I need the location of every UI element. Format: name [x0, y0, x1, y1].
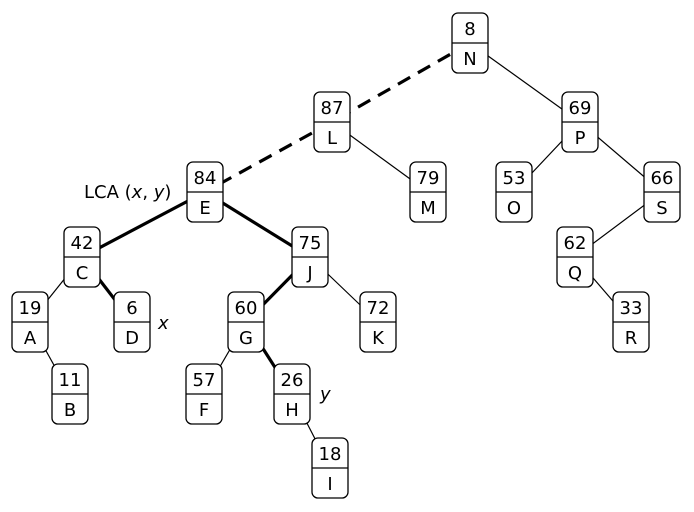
node-key: 60: [235, 298, 258, 319]
node-label: A: [24, 328, 37, 349]
node-key: 79: [417, 168, 440, 189]
node-label: P: [575, 128, 586, 149]
node-label: H: [285, 400, 299, 421]
edge-e-c: [81, 190, 206, 259]
node-label: J: [306, 263, 312, 284]
node-label: S: [656, 198, 667, 219]
lca-sep: ,: [142, 182, 153, 203]
tree-node-g: 60G: [227, 291, 265, 353]
node-label: R: [625, 328, 638, 349]
edge-l-e: [204, 120, 333, 194]
node-key: 69: [569, 98, 592, 119]
node-label: Q: [568, 263, 582, 284]
node-key: 11: [59, 370, 82, 391]
annotations-layer: LCA (x, y) x y: [84, 182, 331, 405]
lca-annotation: LCA (x, y): [84, 182, 171, 203]
tree-node-a: 19A: [11, 291, 49, 353]
tree-node-m: 79M: [409, 161, 447, 223]
node-label: F: [199, 400, 209, 421]
tree-node-l: 87L: [313, 91, 351, 153]
tree-node-f: 57F: [185, 363, 223, 425]
node-key: 19: [19, 298, 42, 319]
node-key: 18: [319, 444, 342, 465]
tree-node-h: 26H: [273, 363, 311, 425]
node-label: O: [507, 198, 521, 219]
node-key: 75: [299, 233, 322, 254]
tree-node-p: 69P: [561, 91, 599, 153]
node-key: 62: [564, 233, 587, 254]
tree-node-i: 18I: [311, 437, 349, 499]
node-label: E: [199, 198, 210, 219]
tree-node-r: 33R: [612, 291, 650, 353]
node-key: 84: [194, 168, 217, 189]
lca-x: x: [131, 182, 143, 203]
lca-y: y: [153, 182, 165, 203]
lca-suffix: ): [164, 182, 171, 203]
node-key: 26: [281, 370, 304, 391]
node-key: 53: [503, 168, 526, 189]
x-annotation: x: [157, 313, 169, 334]
node-label: C: [76, 263, 89, 284]
tree-node-s: 66S: [643, 161, 681, 223]
node-label: M: [420, 198, 436, 219]
y-annotation: y: [319, 384, 331, 405]
node-key: 33: [620, 298, 643, 319]
node-label: L: [327, 128, 337, 149]
nodes-layer: 8N87L69P84E79M53O66S42C75J62Q19A6D60G72K…: [11, 12, 681, 499]
node-label: G: [239, 328, 253, 349]
tree-node-q: 62Q: [556, 226, 594, 288]
node-key: 6: [126, 298, 137, 319]
lca-prefix: LCA (: [84, 182, 132, 203]
node-label: N: [463, 49, 476, 70]
node-key: 87: [321, 98, 344, 119]
tree-node-b: 11B: [51, 363, 89, 425]
node-label: I: [327, 474, 332, 495]
tree-node-j: 75J: [291, 226, 329, 288]
node-key: 42: [71, 233, 94, 254]
node-key: 72: [367, 298, 390, 319]
tree-node-c: 42C: [63, 226, 101, 288]
tree-node-k: 72K: [359, 291, 397, 353]
node-label: B: [64, 400, 76, 421]
node-key: 57: [193, 370, 216, 391]
node-key: 66: [651, 168, 674, 189]
tree-node-d: 6D: [113, 291, 151, 353]
edge-n-l: [331, 41, 471, 124]
node-key: 8: [464, 19, 475, 40]
tree-node-n: 8N: [451, 12, 489, 74]
node-label: D: [125, 328, 139, 349]
tree-node-e: 84E: [186, 161, 224, 223]
node-label: K: [372, 328, 385, 349]
tree-node-o: 53O: [495, 161, 533, 223]
